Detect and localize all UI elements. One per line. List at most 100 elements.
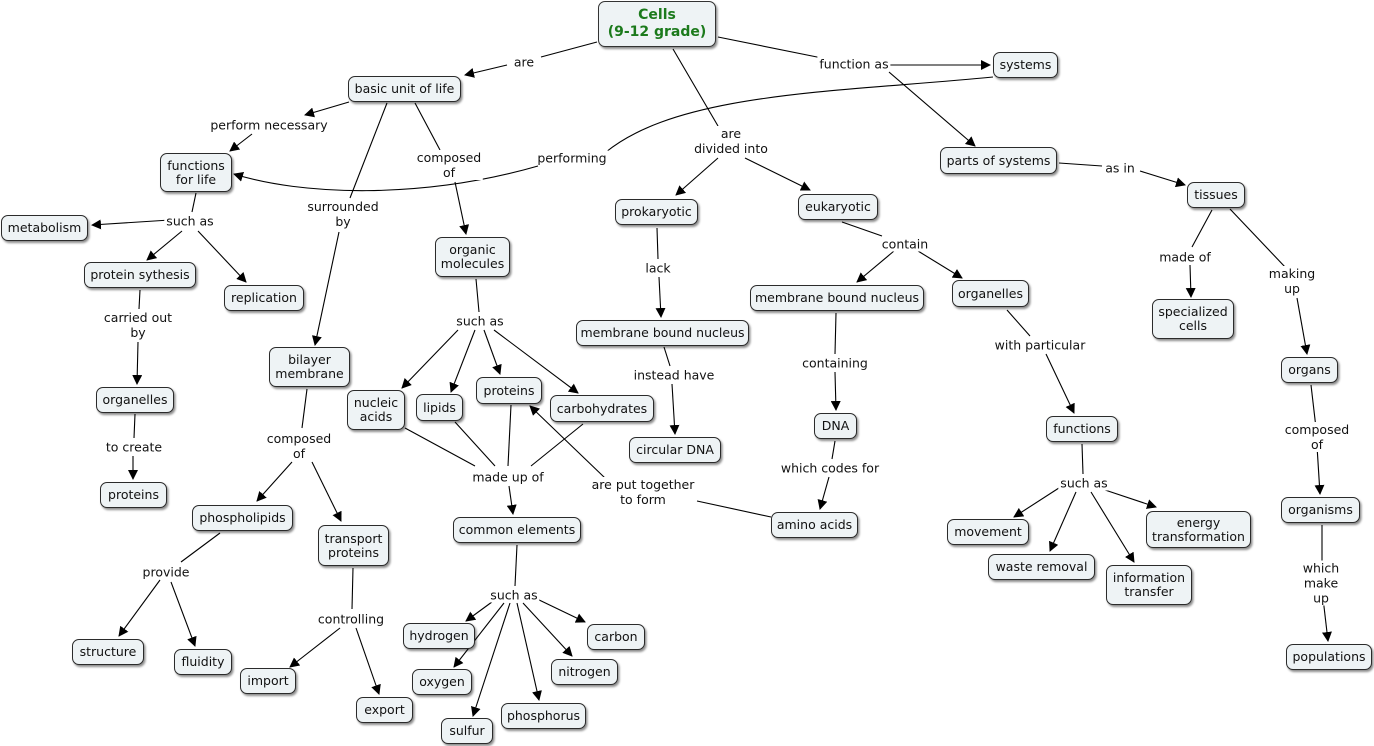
node-hydrogen[interactable]: hydrogen [403,623,475,649]
label-are: are [511,54,537,70]
node-sulfur[interactable]: sulfur [441,718,493,744]
link-parts-as-in [1058,162,1103,167]
node-information-transfer[interactable]: information transfer [1106,565,1192,605]
link-protein-synthesis-carried [138,289,141,310]
node-tissues[interactable]: tissues [1187,182,1245,208]
label-surrounded-by: surrounded by [305,199,381,229]
label-lack: lack [643,260,673,276]
label-containing: containing [800,355,870,371]
node-metabolism[interactable]: metabolism [1,215,88,241]
link-organelles-to-create [133,413,136,439]
link-elements-phosphorus [516,602,542,701]
link-such-as-metabolism [91,219,171,230]
node-import[interactable]: import [240,668,296,694]
node-parts-of-systems[interactable]: parts of systems [940,147,1057,174]
link-composed-organisms [1314,445,1325,495]
node-dna[interactable]: DNA [814,413,857,439]
link-nucleus-containing [834,312,837,355]
node-waste-removal[interactable]: waste removal [988,554,1095,580]
node-prokaryotic[interactable]: prokaryotic [615,199,698,225]
link-tissues-made-of [1191,209,1213,248]
link-functions-such-as-eu [1081,443,1084,475]
node-circular-dna[interactable]: circular DNA [629,437,721,463]
node-movement[interactable]: movement [947,519,1029,545]
label-controlling: controlling [315,611,387,627]
node-populations[interactable]: populations [1286,644,1372,670]
node-organelles-eukaryotic[interactable]: organelles [952,280,1029,307]
label-composed-of-organic: composed of [414,150,484,180]
node-functions[interactable]: functions [1046,416,1118,442]
node-proteins-organic[interactable]: proteins [476,377,542,404]
link-such-as-information [1090,491,1135,563]
link-phospholipids-provide [180,532,221,563]
node-replication[interactable]: replication [224,285,304,311]
link-such-as-waste [1049,491,1077,552]
label-with-particular: with particular [992,337,1088,353]
node-transport-proteins[interactable]: transport proteins [318,525,389,566]
link-such-as-protein-synthesis [146,230,183,261]
link-nucleus-instead [663,346,671,367]
label-which-codes-for: which codes for [778,460,882,476]
label-carried-out-by: carried out by [101,310,175,340]
link-madeup-common [506,485,517,515]
label-provide: provide [140,564,192,580]
link-nucleic-madeup [404,427,476,467]
node-eukaryotic[interactable]: eukaryotic [798,194,878,220]
label-composed-of-organs: composed of [1282,422,1352,452]
label-such-as-eukaryotic-functions: such as [1058,475,1110,491]
link-instead-circular [669,383,680,435]
link-organelles-with [1006,309,1031,337]
node-nitrogen[interactable]: nitrogen [551,659,618,685]
node-lipids[interactable]: lipids [416,394,463,421]
label-instead-have: instead have [631,367,717,383]
link-provide-fluidity [170,581,197,647]
label-composed-of-membrane: composed of [264,431,334,461]
node-cells[interactable]: Cells (9-12 grade) [598,1,716,47]
node-membrane-bound-nucleus-prokaryotic[interactable]: membrane bound nucleus [576,320,749,346]
link-cells-divided [672,48,719,127]
link-are-basic-unit [464,64,508,78]
link-carbohydrates-madeup [530,423,584,467]
link-eukaryotic-contain [841,221,883,237]
node-organic-molecules[interactable]: organic molecules [435,237,510,277]
node-bilayer-membrane[interactable]: bilayer membrane [269,347,350,387]
node-basic-unit-of-life[interactable]: basic unit of life [348,76,461,102]
link-organic-carbohydrates [493,329,579,394]
link-carried-organelles [132,341,143,385]
node-protein-synthesis[interactable]: protein sythesis [84,262,196,288]
node-carbon[interactable]: carbon [587,624,645,650]
node-amino-acids[interactable]: amino acids [771,512,858,538]
node-systems[interactable]: systems [993,52,1058,78]
link-amino-put-together [696,500,772,518]
node-organisms[interactable]: organisms [1281,497,1360,523]
node-nucleic-acids[interactable]: nucleic acids [347,390,405,430]
node-structure[interactable]: structure [72,639,144,665]
link-composed-phospholipids [256,461,293,502]
link-elements-nitrogen [522,602,573,657]
label-are-put-together-to-form: are put together to form [589,477,697,507]
label-to-create: to create [103,439,165,455]
node-export[interactable]: export [356,697,413,723]
link-prokaryotic-lack [656,227,659,260]
node-energy-transformation[interactable]: energy transformation [1146,511,1251,548]
node-common-elements[interactable]: common elements [453,517,581,543]
link-surrounded-bilayer [311,231,340,346]
link-elements-hydrogen [465,598,497,622]
node-phospholipids[interactable]: phospholipids [192,505,293,531]
node-proteins[interactable]: proteins [100,482,167,508]
node-fluidity[interactable]: fluidity [174,649,232,675]
node-phosphorus[interactable]: phosphorus [501,703,586,729]
node-organelles[interactable]: organelles [96,387,174,413]
link-organic-nucleic [401,329,459,389]
node-membrane-bound-nucleus-eukaryotic[interactable]: membrane bound nucleus [750,285,924,311]
node-carbohydrates[interactable]: carbohydrates [550,395,654,422]
node-organs[interactable]: organs [1281,357,1338,383]
link-transport-controlling [351,567,354,610]
link-divided-prokaryotic [675,157,719,196]
node-oxygen[interactable]: oxygen [412,669,472,695]
node-specialized-cells[interactable]: specialized cells [1152,299,1234,339]
link-organic-proteins [483,329,502,375]
node-functions-for-life[interactable]: functions for life [160,153,232,192]
link-elements-sulfur [471,602,511,717]
